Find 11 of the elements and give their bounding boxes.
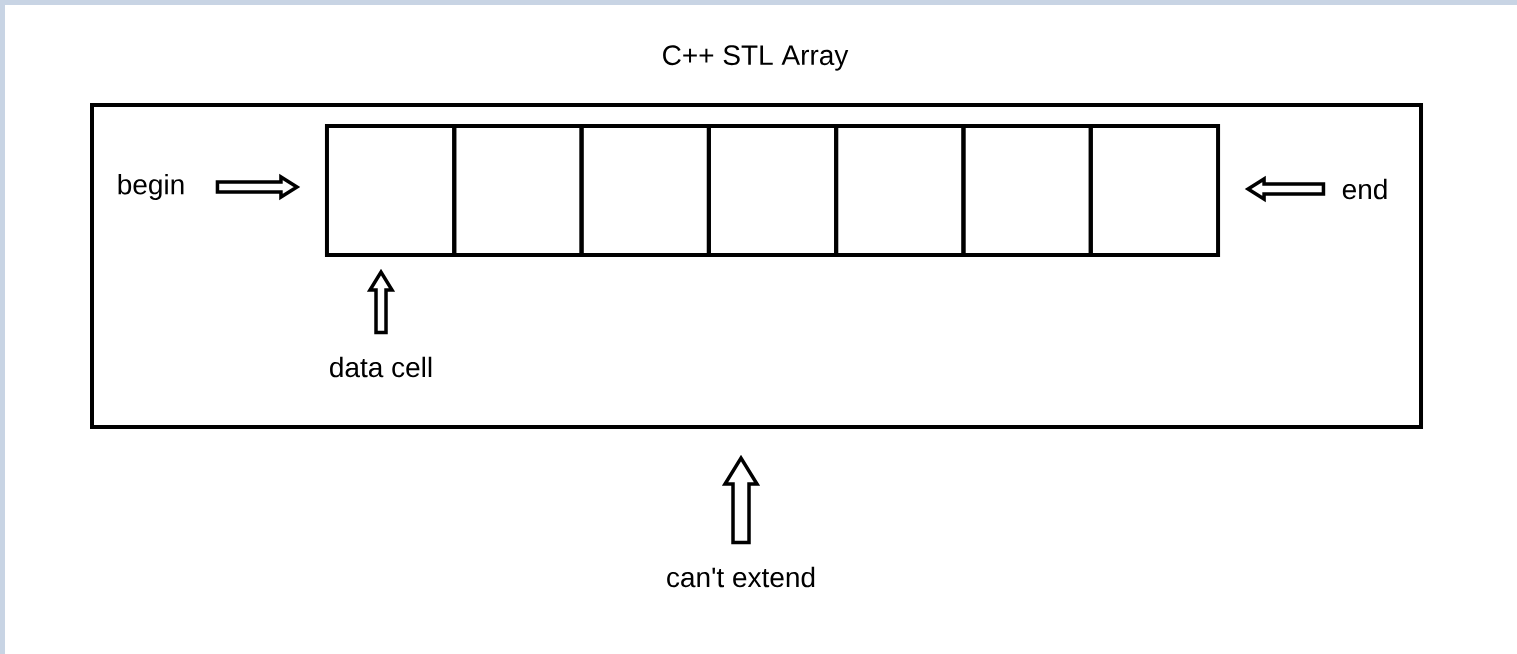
text-label: can't extend — [667, 566, 815, 588]
text-label: begin — [118, 173, 184, 201]
array-frame — [90, 103, 1423, 429]
hollow-arrow — [721, 454, 761, 545]
text-label: end — [1342, 178, 1387, 200]
hollow-arrow — [215, 173, 301, 201]
text-label: data cell — [330, 356, 432, 378]
array-cell — [1088, 124, 1221, 257]
hollow-arrow — [366, 268, 396, 335]
title: C++ STL Array — [663, 45, 849, 71]
hollow-arrow — [1244, 175, 1326, 203]
